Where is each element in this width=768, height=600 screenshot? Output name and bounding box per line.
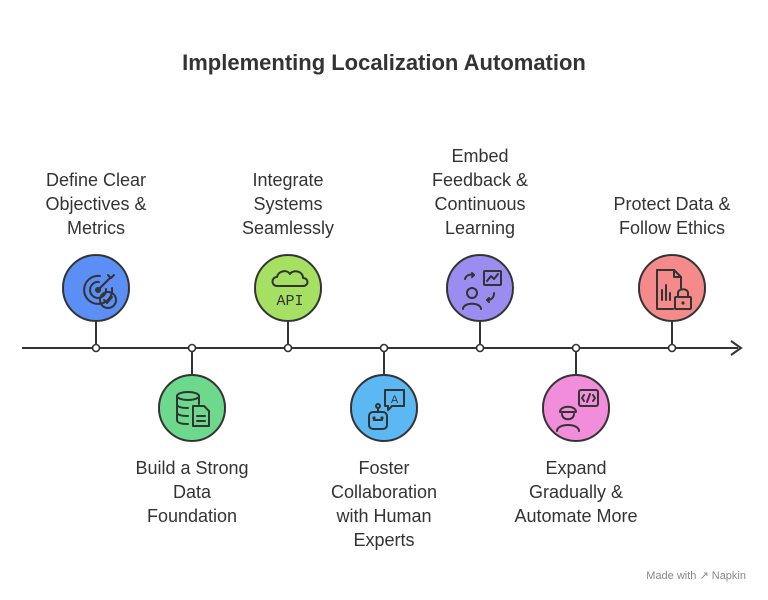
translation-letter: A	[391, 394, 399, 406]
step-label-line: Protect Data &	[613, 194, 731, 214]
step-label-line: Experts	[353, 530, 415, 550]
cloud-api-icon: API	[271, 270, 309, 310]
step-label-line: Seamlessly	[241, 218, 335, 238]
step-label-line: with Human	[336, 506, 432, 526]
step-circle-expand-automation	[542, 374, 610, 442]
step-label-feedback-learning: Embed Feedback & Continuous Learning	[400, 144, 560, 240]
step-label-line: Embed	[451, 146, 509, 166]
engineer-code-icon	[556, 389, 599, 432]
timeline-node	[283, 343, 293, 353]
step-label-line: Build a Strong	[135, 458, 249, 478]
step-label-line: Data	[172, 482, 212, 502]
database-document-icon	[176, 391, 210, 427]
step-label-human-collaboration: Foster Collaboration with Human Experts	[304, 456, 464, 552]
step-circle-feedback-learning	[446, 254, 514, 322]
timeline-node	[667, 343, 677, 353]
step-label-line: Automate More	[514, 506, 638, 526]
step-label-line: Foster	[358, 458, 410, 478]
page-title: Implementing Localization Automation	[182, 50, 586, 75]
timeline-node	[475, 343, 485, 353]
api-icon-label: API	[276, 293, 303, 310]
step-label-line: Metrics	[67, 218, 125, 238]
step-label-line: Foundation	[146, 506, 238, 526]
timeline-node	[571, 343, 581, 353]
person-presentation-icon	[462, 270, 502, 310]
step-circle-data-foundation	[158, 374, 226, 442]
step-label-line: Expand	[545, 458, 607, 478]
step-label-line: Systems	[253, 194, 323, 214]
step-label-integrate-systems: Integrate Systems Seamlessly	[208, 168, 368, 240]
step-label-line: Gradually &	[528, 482, 624, 502]
step-label-data-foundation: Build a Strong Data Foundation	[112, 456, 272, 528]
step-label-line: Integrate	[252, 170, 324, 190]
step-circle-human-collaboration: A	[350, 374, 418, 442]
step-label-line: Feedback &	[431, 170, 529, 190]
document-lock-icon	[656, 269, 692, 310]
step-label-define-objectives: Define Clear Objectives & Metrics	[16, 168, 176, 240]
step-label-line: Collaboration	[330, 482, 438, 502]
step-circle-integrate-systems: API	[254, 254, 322, 322]
step-label-expand-automation: Expand Gradually & Automate More	[496, 456, 656, 528]
step-circle-protect-data	[638, 254, 706, 322]
timeline-arrow-head	[730, 340, 743, 356]
timeline-node	[91, 343, 101, 353]
step-label-line: Continuous	[434, 194, 526, 214]
timeline-node	[187, 343, 197, 353]
step-label-line: Learning	[444, 218, 516, 238]
timeline-node	[379, 343, 389, 353]
step-label-line: Define Clear	[45, 170, 147, 190]
robot-chat-icon: A	[368, 389, 405, 430]
target-check-icon	[83, 274, 117, 309]
step-circle-define-objectives	[62, 254, 130, 322]
step-label-protect-data: Protect Data & Follow Ethics	[592, 192, 752, 240]
step-label-line: Follow Ethics	[618, 218, 726, 238]
step-label-line: Objectives &	[45, 194, 147, 214]
made-with-napkin-credit: Made with ↗ Napkin	[646, 570, 746, 582]
